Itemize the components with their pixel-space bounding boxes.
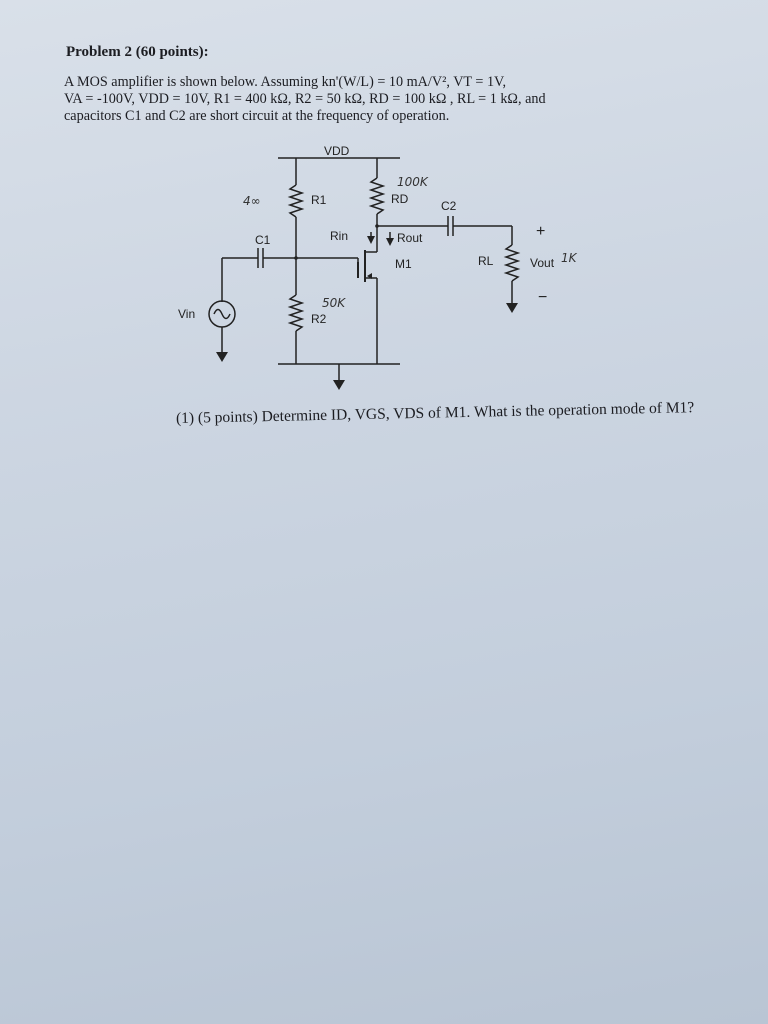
vdd-label: VDD	[324, 144, 350, 158]
rin-arrow-icon	[367, 236, 375, 244]
rin-label: Rin	[330, 229, 348, 243]
drain-junction-dot	[375, 224, 379, 228]
mos-source-arrow-icon	[367, 273, 372, 279]
problem-text-line-1: A MOS amplifier is shown below. Assuming…	[64, 74, 506, 90]
rout-arrow-icon	[386, 238, 394, 246]
gate-junction-dot	[294, 256, 298, 260]
handwritten-rd-note: 100K	[397, 175, 429, 189]
r2-resistor	[287, 294, 305, 332]
vout-minus-sign: −	[538, 289, 547, 306]
rl-label: RL	[478, 254, 494, 268]
rd-label: RD	[391, 192, 409, 206]
problem-heading: Problem 2 (60 points):	[66, 44, 209, 60]
problem-text-line-3: capacitors C1 and C2 are short circuit a…	[64, 108, 450, 124]
r1-label: R1	[311, 193, 327, 207]
rd-resistor	[368, 177, 386, 215]
vout-plus-sign: +	[536, 223, 545, 240]
c2-label: C2	[441, 199, 457, 213]
vin-ground-icon	[216, 352, 228, 362]
handwritten-r1-note: 4∞	[243, 194, 261, 208]
vin-sine-symbol	[213, 308, 231, 320]
vin-label: Vin	[178, 307, 195, 321]
handwritten-rl-note: 1K	[561, 251, 578, 265]
r2-label: R2	[311, 312, 327, 326]
problem-text-line-2: VA = -100V, VDD = 10V, R1 = 400 kΩ, R2 =…	[64, 91, 546, 107]
rl-ground-icon	[506, 303, 518, 313]
m1-label: M1	[395, 257, 412, 271]
circuit-ground-icon	[333, 380, 345, 390]
r1-resistor	[287, 184, 305, 218]
rout-label: Rout	[397, 231, 423, 245]
vout-label: Vout	[530, 256, 555, 270]
handwritten-r2-note: 50K	[322, 296, 346, 310]
c1-label: C1	[255, 233, 271, 247]
rl-resistor	[503, 244, 521, 282]
